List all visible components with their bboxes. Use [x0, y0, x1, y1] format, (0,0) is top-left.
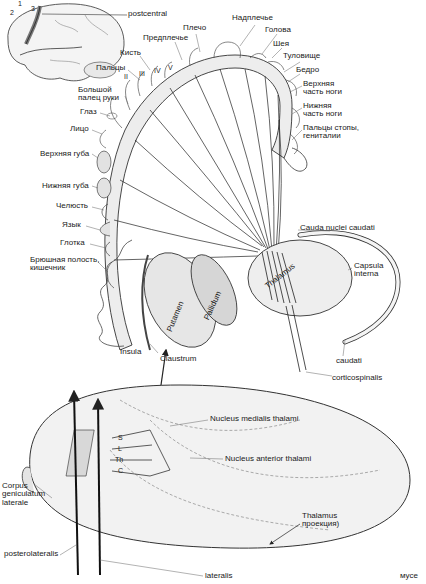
cortex-fold	[284, 148, 307, 171]
anatomy-label: Надплечье	[232, 14, 273, 22]
corticospinal-tract	[286, 306, 300, 372]
thalamus-body	[30, 385, 410, 548]
callout-number: II	[124, 73, 128, 80]
anatomy-label: Язык	[62, 221, 81, 229]
anatomy-label: Claustrum	[160, 355, 196, 363]
anatomy-label: Предплечье	[143, 34, 188, 42]
anatomy-label: Брюшная полость, кишечник	[30, 256, 106, 273]
anatomy-label: Corpus geniculatum laterale	[2, 482, 56, 507]
anatomy-label: Челюсть	[56, 202, 88, 210]
somatotopic-rays	[110, 430, 170, 476]
callout-number: 3	[31, 5, 35, 12]
lateral-fissure	[20, 47, 82, 55]
anatomy-label: Шея	[273, 40, 289, 48]
pallidum	[182, 248, 247, 332]
callout-number: V	[168, 64, 173, 71]
anatomy-label: Лицо	[70, 125, 89, 133]
anatomy-label: Плечо	[183, 24, 206, 32]
leader-line	[86, 25, 302, 272]
ascending-arrow	[98, 400, 100, 575]
thalamus	[248, 240, 352, 316]
callout-number: Th	[115, 456, 123, 463]
anatomy-label: posterolateralis	[4, 550, 58, 558]
homunculus-pharynx	[106, 242, 111, 256]
anatomy-label: postcentral	[128, 10, 167, 18]
homunculus-eye	[107, 113, 117, 119]
leader-line	[34, 420, 223, 576]
anatomy-label: Nucleus medialis thalami	[210, 415, 298, 423]
anatomy-label: Нижняя часть ноги	[303, 102, 349, 119]
pointer-arrow	[270, 524, 300, 544]
anatomy-label: Нижняя губа	[42, 182, 89, 190]
ventral-nucleus	[66, 430, 94, 476]
anatomy-label: Туловище	[283, 52, 320, 60]
anatomy-label: муce	[400, 572, 418, 580]
anatomy-label: Пальцы стопы, гениталии	[303, 124, 367, 141]
anatomy-label: lateralis	[205, 572, 233, 580]
projection-fibre	[114, 69, 281, 260]
anatomy-label: Голова	[265, 26, 291, 34]
central-sulcus	[26, 6, 40, 44]
callout-number: S	[118, 434, 123, 441]
anatomy-label: corticospinalis	[332, 374, 382, 382]
callout-number: III	[139, 70, 145, 77]
anatomy-label: Insula	[120, 348, 141, 356]
central-strip	[26, 6, 40, 44]
anatomy-label: Пальцы	[96, 64, 125, 72]
homunculus-body	[110, 42, 299, 154]
leader-line	[298, 230, 352, 356]
callout-number: 2	[10, 9, 14, 16]
homunculus-lower-lip	[97, 178, 111, 198]
anatomy-label: Бедро	[296, 66, 319, 74]
anatomy-label: Capsula interna	[354, 262, 392, 279]
anatomy-label: Cauda nuclei caudati	[300, 224, 375, 232]
nucleus-border	[110, 400, 380, 530]
anatomy-label: Кисть	[120, 49, 141, 57]
anatomy-label: Thalamus проекция)	[302, 512, 348, 529]
callout-number: 1	[18, 0, 22, 7]
putamen	[130, 241, 230, 359]
anatomy-label: Глотка	[60, 239, 85, 247]
internal-capsule-fibres	[262, 251, 296, 303]
anatomy-label: Большой палец руки	[78, 86, 128, 103]
homunculus-upper-lip	[97, 151, 111, 173]
anatomy-label: Nucleus anterior thalami	[225, 455, 311, 463]
callout-number: C	[118, 467, 123, 474]
homunculus-jaw	[102, 204, 108, 220]
corticospinal-tract	[292, 305, 306, 370]
homunculus-tongue	[100, 222, 110, 236]
anatomy-label: caudati	[336, 357, 362, 365]
ascending-arrow	[74, 392, 78, 575]
callout-number: IV	[154, 67, 161, 74]
gyri	[50, 15, 108, 64]
leader-line	[306, 372, 332, 376]
insula-folds	[98, 240, 132, 346]
anatomy-label: Верхняя часть ноги	[303, 80, 349, 97]
callout-number: L	[118, 445, 122, 452]
homunculus-face	[100, 130, 106, 148]
leader-line	[150, 344, 158, 353]
leader-line	[42, 14, 127, 15]
anatomy-label: Верхняя губа	[40, 150, 89, 158]
anatomy-label: Глаз	[80, 108, 97, 116]
